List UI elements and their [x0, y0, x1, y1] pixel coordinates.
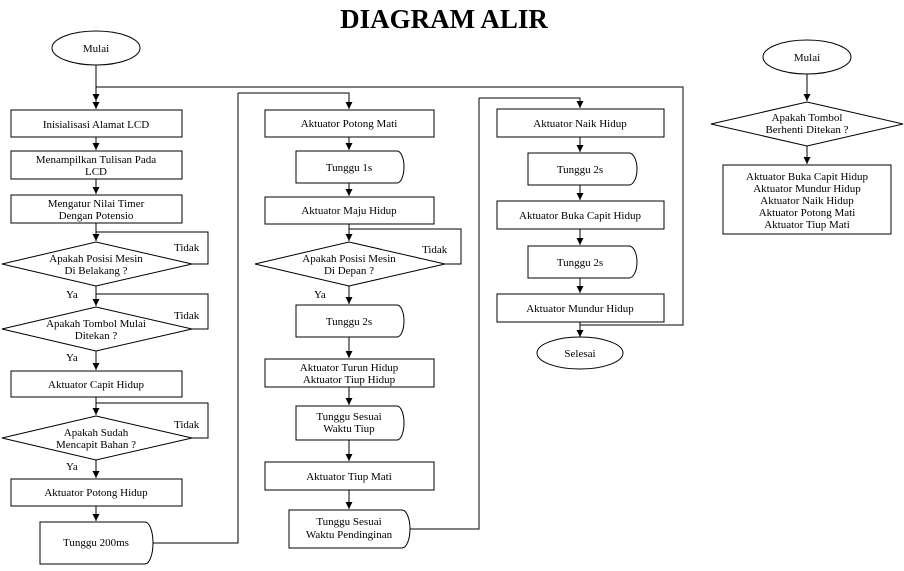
q-clamped-line1: Apakah Sudah — [64, 427, 129, 439]
q-front-line1: Apakah Posisi Mesin — [302, 253, 396, 265]
stop-action-2: Aktuator Mundur Hidup — [753, 183, 861, 195]
process-init-lcd — [10, 109, 183, 138]
no-label-2: Tidak — [174, 310, 200, 322]
open-clamp-label: Aktuator Buka Capit Hidup — [519, 210, 641, 222]
clamp-on-label: Aktuator Capit Hidup — [48, 379, 144, 391]
delay-wait-cooling — [288, 509, 411, 549]
stop-action-4: Aktuator Potong Mati — [759, 207, 856, 219]
init-lcd-label: Inisialisasi Alamat LCD — [43, 119, 149, 131]
timer-line1: Mengatur Nilai Timer — [48, 198, 145, 210]
blow-off-label: Aktuator Tiup Mati — [306, 471, 392, 483]
diagram-title: DIAGRAM ALIR — [340, 4, 548, 34]
start2-label: Mulai — [794, 52, 820, 64]
show-lcd-line2: LCD — [85, 166, 107, 178]
no-label-3: Tidak — [174, 419, 200, 431]
column-2: Aktuator Potong Mati Tunggu 1s Aktuator … — [238, 92, 480, 549]
delay-wait-2s — [295, 304, 405, 338]
q-start-line2: Ditekan ? — [75, 330, 118, 342]
yes-label-3: Ya — [66, 461, 78, 473]
stop-action-5: Aktuator Tiup Mati — [764, 219, 850, 231]
wait2b-label: Tunggu 2s — [557, 257, 603, 269]
stop-action-1: Aktuator Buka Capit Hidup — [746, 171, 868, 183]
column-1: Mulai Inisialisasi Alamat LCD Menampilka… — [1, 30, 239, 565]
cut-on-label: Aktuator Potong Hidup — [44, 487, 148, 499]
yes-label-2: Ya — [66, 352, 78, 364]
process-open-clamp — [496, 200, 665, 230]
timer-line2: Dengan Potensio — [59, 210, 134, 222]
process-forward-on — [264, 196, 435, 225]
wait200-label: Tunggu 200ms — [63, 537, 129, 549]
q-start-line1: Apakah Tombol Mulai — [46, 318, 146, 330]
no-label-4: Tidak — [422, 244, 448, 256]
process-stop-actions — [722, 164, 892, 235]
column-4: Mulai Apakah Tombol Berhenti Ditekan ? A… — [710, 39, 904, 235]
end-terminator — [536, 336, 624, 370]
wait-cool-line1: Tunggu Sesuai — [316, 516, 381, 528]
process-back-on — [496, 293, 665, 323]
process-blow-off — [264, 461, 435, 491]
column-3: Aktuator Naik Hidup Tunggu 2s Aktuator B… — [92, 86, 684, 370]
wait2a-label: Tunggu 2s — [557, 164, 603, 176]
wait2-label: Tunggu 2s — [326, 316, 372, 328]
yes-label-1: Ya — [66, 289, 78, 301]
stop-action-3: Aktuator Naik Hidup — [760, 195, 854, 207]
q-back-line2: Di Belakang ? — [65, 265, 128, 277]
show-lcd-line1: Menampilkan Tulisan Pada — [36, 154, 157, 166]
process-timer — [10, 194, 183, 224]
no-label-1: Tidak — [174, 242, 200, 254]
delay-wait-blow — [295, 405, 405, 441]
q-back-line1: Apakah Posisi Mesin — [49, 253, 143, 265]
wait-cool-line2: Waktu Pendinginan — [306, 529, 393, 541]
end-label: Selesai — [564, 348, 595, 360]
delay-wait-2s-b — [527, 245, 638, 279]
delay-wait-1s — [295, 150, 405, 184]
wait-blow-line2: Waktu Tiup — [323, 423, 375, 435]
fwd-on-label: Aktuator Maju Hidup — [301, 205, 397, 217]
q-stop-line2: Berhenti Ditekan ? — [765, 124, 848, 136]
delay-wait-2s-a — [527, 152, 638, 186]
delay-wait-200ms — [39, 521, 154, 565]
wait-blow-line1: Tunggu Sesuai — [316, 411, 381, 423]
q-clamped-line2: Mencapit Bahan ? — [56, 439, 136, 451]
q-front-line2: Di Depan ? — [324, 265, 374, 277]
wait1-label: Tunggu 1s — [326, 162, 372, 174]
down-blow-line1: Aktuator Turun Hidup — [300, 362, 399, 374]
down-blow-line2: Aktuator Tiup Hidup — [303, 374, 396, 386]
process-down-blow-on — [264, 358, 435, 388]
process-cut-on — [10, 478, 183, 507]
up-on-label: Aktuator Naik Hidup — [533, 118, 627, 130]
start-label: Mulai — [83, 43, 109, 55]
q-stop-line1: Apakah Tombol — [772, 112, 843, 124]
yes-label-4: Ya — [314, 289, 326, 301]
cut-off-label: Aktuator Potong Mati — [301, 118, 398, 130]
process-cut-off — [264, 109, 435, 138]
back-on-label: Aktuator Mundur Hidup — [526, 303, 634, 315]
process-up-on — [496, 108, 665, 138]
